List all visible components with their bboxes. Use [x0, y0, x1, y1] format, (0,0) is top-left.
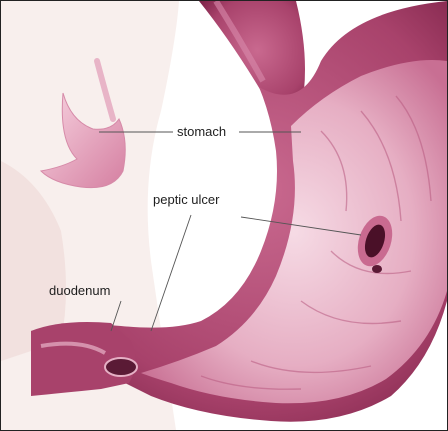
ulcer-small-lesion	[372, 265, 382, 273]
label-duodenum: duodenum	[49, 284, 110, 297]
duodenum-opening	[105, 358, 137, 376]
label-stomach: stomach	[177, 125, 226, 138]
label-peptic-ulcer: peptic ulcer	[153, 193, 219, 206]
